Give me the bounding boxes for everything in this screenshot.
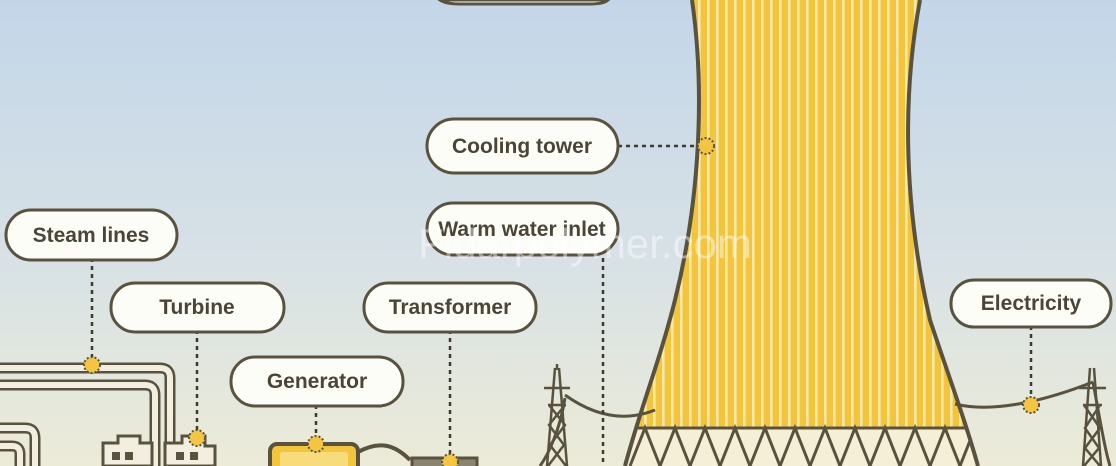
callout-steam-lines: Steam lines — [4, 208, 179, 262]
callout-generator: Generator — [229, 355, 405, 408]
callout-label-cooling-tower: Cooling tower — [452, 135, 592, 158]
turbine-dot — [188, 429, 206, 447]
callout-warm-water-inlet: Warm water inlet — [425, 201, 620, 257]
watermark-text: Fidarpolymer.com — [418, 220, 752, 267]
leader-lines — [90, 144, 1033, 466]
callout-label-electricity: Electricity — [981, 292, 1082, 315]
callout-cooling-tower: Cooling tower — [425, 117, 620, 175]
generator-dot — [307, 435, 325, 453]
tower-base-lattice — [625, 423, 978, 466]
cooling-tower-dot — [697, 137, 715, 155]
partial-callout-top — [437, 0, 611, 6]
transformer-dot — [441, 453, 459, 466]
callout-label-warm-water-inlet: Warm water inlet — [438, 218, 605, 241]
steam-pipes — [0, 362, 176, 466]
callout-electricity: Electricity — [949, 278, 1113, 329]
pylon-left — [544, 364, 570, 466]
electricity-dot — [1022, 396, 1040, 414]
callout-label-turbine: Turbine — [159, 296, 234, 319]
callout-turbine: Turbine — [109, 281, 286, 334]
callout-transformer: Transformer — [362, 281, 538, 334]
pylon-right — [1079, 367, 1106, 466]
steam-lines-dot — [83, 356, 101, 374]
cooling-tower — [623, 0, 980, 466]
leader-dots — [83, 137, 1040, 466]
callout-label-generator: Generator — [267, 370, 367, 393]
callout-label-steam-lines: Steam lines — [33, 224, 150, 247]
callout-label-transformer: Transformer — [389, 296, 512, 319]
